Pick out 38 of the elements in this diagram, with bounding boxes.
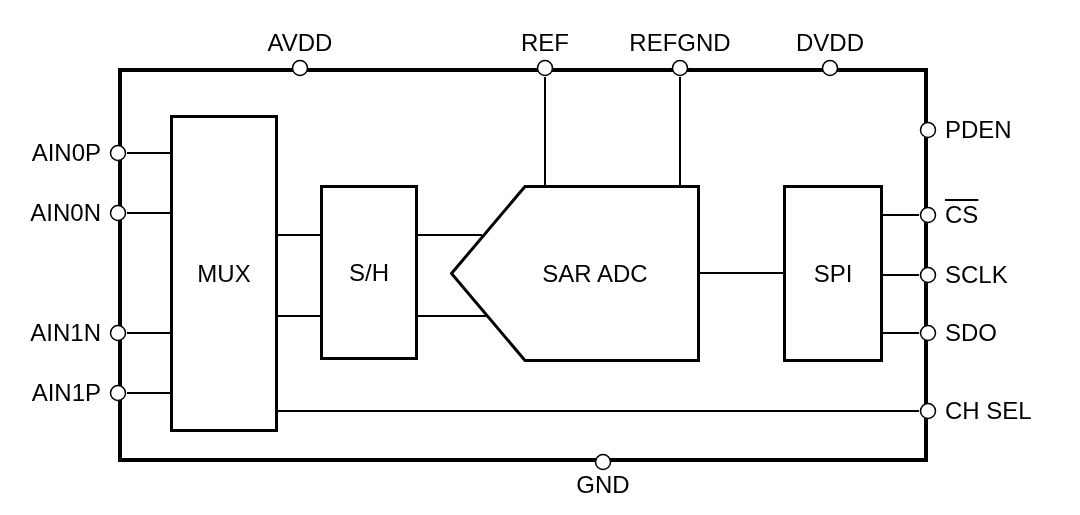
signal-line xyxy=(277,315,321,317)
adc-block xyxy=(450,185,700,362)
signal-line xyxy=(126,332,171,334)
signal-line xyxy=(882,214,920,216)
signal-line xyxy=(417,315,488,317)
pin-label: AIN1N xyxy=(30,319,101,347)
signal-line xyxy=(277,234,321,236)
function-block xyxy=(170,115,278,432)
signal-line xyxy=(126,152,171,154)
pin-label: GND xyxy=(576,471,630,499)
signal-line xyxy=(126,392,171,394)
pin-label: AIN0P xyxy=(31,139,101,167)
block-label: S/H xyxy=(349,257,389,288)
pin-label: PDEN xyxy=(945,116,1012,144)
function-block xyxy=(320,185,418,360)
signal-line xyxy=(277,410,920,412)
pin-label: DVDD xyxy=(796,29,864,57)
signal-line xyxy=(417,234,484,236)
pin-label: AVDD xyxy=(267,29,333,57)
signal-line xyxy=(126,212,171,214)
signal-line xyxy=(544,76,546,186)
signal-line xyxy=(882,332,920,334)
pin-label: CH SEL xyxy=(945,397,1032,425)
pin-label: AIN0N xyxy=(30,199,101,227)
pin-label: REF xyxy=(521,29,569,57)
chip-outline xyxy=(118,68,928,462)
function-block xyxy=(783,185,883,362)
pin-label: SDO xyxy=(945,319,997,347)
signal-line xyxy=(882,274,920,276)
block-label: SAR ADC xyxy=(541,258,649,289)
pin-label: AIN1P xyxy=(31,379,101,407)
pin-label: CS xyxy=(945,201,979,229)
signal-line xyxy=(699,272,784,274)
block-label: SPI xyxy=(813,258,853,289)
pin-label: SCLK xyxy=(945,261,1008,289)
pin-label: REFGND xyxy=(629,29,731,57)
block-label: MUX xyxy=(197,258,251,289)
signal-line xyxy=(679,76,681,186)
